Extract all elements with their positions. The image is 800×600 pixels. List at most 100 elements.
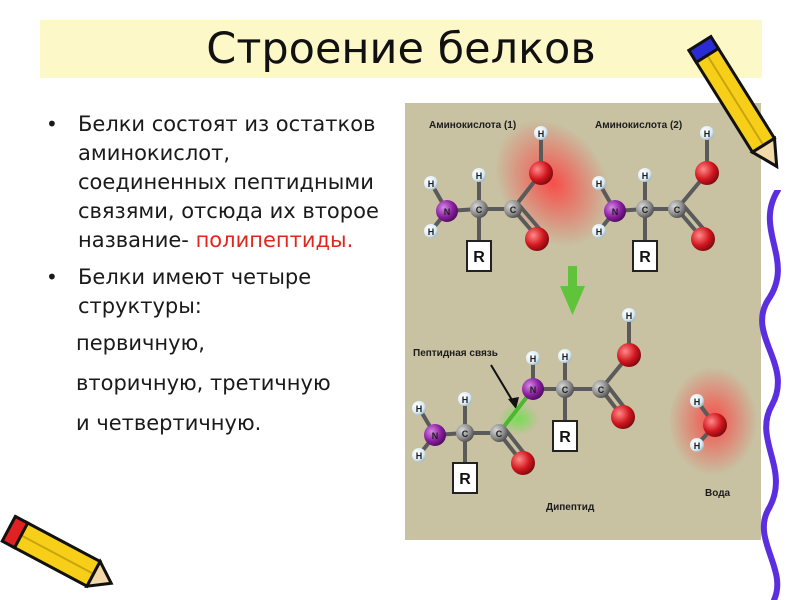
radical-box bbox=[632, 240, 658, 272]
radical-box bbox=[452, 462, 478, 494]
svg-text:C: C bbox=[476, 205, 483, 215]
h-atom: H bbox=[534, 126, 548, 140]
dipeptide-label: Дипептид bbox=[546, 502, 595, 513]
h-atom: H bbox=[424, 176, 438, 190]
svg-text:H: H bbox=[428, 227, 435, 237]
oxygen-atom bbox=[703, 413, 727, 437]
oxygen-atom bbox=[529, 161, 553, 185]
carbon-atom: C bbox=[592, 380, 610, 398]
svg-text:H: H bbox=[476, 171, 483, 181]
nitrogen-atom: N bbox=[424, 424, 446, 446]
svg-text:N: N bbox=[530, 385, 537, 395]
title-band bbox=[40, 20, 762, 78]
svg-text:H: H bbox=[704, 129, 711, 139]
h-atom: H bbox=[526, 351, 540, 365]
structure-quaternary: и четвертичную. bbox=[76, 411, 262, 435]
peptide-bond-diagram: Аминокислота (1) Аминокислота (2) Пептид… bbox=[405, 103, 761, 540]
wavy-line-decoration-icon bbox=[759, 190, 781, 600]
dipeptide-molecule: H H N H C C R H N H C C H R bbox=[412, 308, 641, 494]
svg-text:C: C bbox=[462, 429, 469, 439]
radical-box bbox=[552, 420, 578, 452]
svg-text:N: N bbox=[432, 431, 439, 441]
pointer-arrow-icon bbox=[490, 364, 519, 409]
h-atom: H bbox=[592, 176, 606, 190]
radical-label: R bbox=[639, 249, 651, 266]
bullet-list: • Белки состоят из остатков аминокислот,… bbox=[44, 110, 384, 443]
reaction-arrow-icon bbox=[560, 266, 585, 315]
svg-text:C: C bbox=[598, 385, 605, 395]
radical-box bbox=[466, 240, 492, 272]
h-atom: H bbox=[424, 224, 438, 238]
svg-text:H: H bbox=[462, 395, 469, 405]
svg-text:H: H bbox=[694, 397, 701, 407]
svg-text:H: H bbox=[596, 179, 603, 189]
water-label: Вода bbox=[705, 488, 731, 499]
amino-acid-1-label: Аминокислота (1) bbox=[429, 120, 516, 131]
bullet-dot-icon: • bbox=[46, 265, 58, 289]
structure-primary: первичную, bbox=[76, 331, 205, 355]
svg-text:H: H bbox=[416, 404, 423, 414]
carbon-atom: C bbox=[490, 424, 508, 442]
svg-text:C: C bbox=[642, 205, 649, 215]
svg-text:H: H bbox=[416, 451, 423, 461]
svg-text:N: N bbox=[444, 207, 451, 217]
svg-text:H: H bbox=[562, 352, 569, 362]
polypeptide-term: полипептиды. bbox=[195, 228, 354, 252]
oxygen-atom bbox=[691, 227, 715, 251]
radical-label: R bbox=[459, 471, 471, 488]
h-atom: H bbox=[412, 401, 426, 415]
oxygen-atom bbox=[525, 227, 549, 251]
amino-acid-2: H H N H C C H R bbox=[592, 126, 719, 272]
svg-text:C: C bbox=[510, 205, 517, 215]
h-atom: H bbox=[558, 349, 572, 363]
svg-text:H: H bbox=[642, 171, 649, 181]
diagram-svg: Аминокислота (1) Аминокислота (2) Пептид… bbox=[412, 119, 757, 513]
h-atom: H bbox=[592, 224, 606, 238]
h-atom: H bbox=[622, 308, 636, 322]
bullet-dot-icon: • bbox=[46, 112, 58, 136]
carbon-atom: C bbox=[668, 200, 686, 218]
h-atom: H bbox=[412, 448, 426, 462]
svg-text:C: C bbox=[562, 385, 569, 395]
amino-acid-2-label: Аминокислота (2) bbox=[595, 120, 682, 131]
svg-text:H: H bbox=[596, 227, 603, 237]
carbon-atom: C bbox=[636, 200, 654, 218]
h-atom: H bbox=[472, 168, 486, 182]
structure-list: первичную, вторичную, третичную и четвер… bbox=[76, 323, 384, 443]
nitrogen-atom: N bbox=[436, 200, 458, 222]
svg-text:H: H bbox=[530, 354, 537, 364]
peptide-bond-glow bbox=[499, 403, 539, 435]
radical-label: R bbox=[559, 429, 571, 446]
peptide-bond-label: Пептидная связь bbox=[413, 348, 498, 359]
pencil-decoration-icon bbox=[686, 34, 779, 170]
removed-oh-glow bbox=[495, 119, 611, 247]
carbon-atom: C bbox=[470, 200, 488, 218]
svg-text:N: N bbox=[612, 207, 619, 217]
svg-text:C: C bbox=[496, 429, 503, 439]
oxygen-atom bbox=[695, 161, 719, 185]
radical-label: R bbox=[473, 249, 485, 266]
svg-text:C: C bbox=[674, 205, 681, 215]
bullet-item-structures: • Белки имеют четыре структуры: bbox=[44, 263, 384, 321]
bullet-text-composition: Белки состоят из остатков аминокислот, с… bbox=[78, 112, 379, 252]
carbon-atom: C bbox=[456, 424, 474, 442]
h-atom: H bbox=[700, 126, 714, 140]
nitrogen-atom: N bbox=[604, 200, 626, 222]
h-atom: H bbox=[638, 168, 652, 182]
carbon-atom: C bbox=[556, 380, 574, 398]
amino-acid-1: H H N H C C H R bbox=[424, 126, 553, 272]
pencil-decoration-icon bbox=[0, 514, 114, 589]
oxygen-atom bbox=[611, 405, 635, 429]
structure-secondary-tertiary: вторичную, третичную bbox=[76, 371, 331, 395]
oxygen-atom bbox=[511, 451, 535, 475]
water-molecule: H H bbox=[690, 394, 727, 452]
svg-text:H: H bbox=[428, 179, 435, 189]
h-atom: H bbox=[690, 438, 704, 452]
bullet-text-structures: Белки имеют четыре структуры: bbox=[78, 265, 312, 318]
carbon-atom: C bbox=[504, 200, 522, 218]
h-atom: H bbox=[458, 392, 472, 406]
svg-text:H: H bbox=[626, 311, 633, 321]
slide-title: Строение белков bbox=[206, 24, 596, 74]
svg-text:H: H bbox=[538, 129, 545, 139]
bullet-item-composition: • Белки состоят из остатков аминокислот,… bbox=[44, 110, 384, 255]
